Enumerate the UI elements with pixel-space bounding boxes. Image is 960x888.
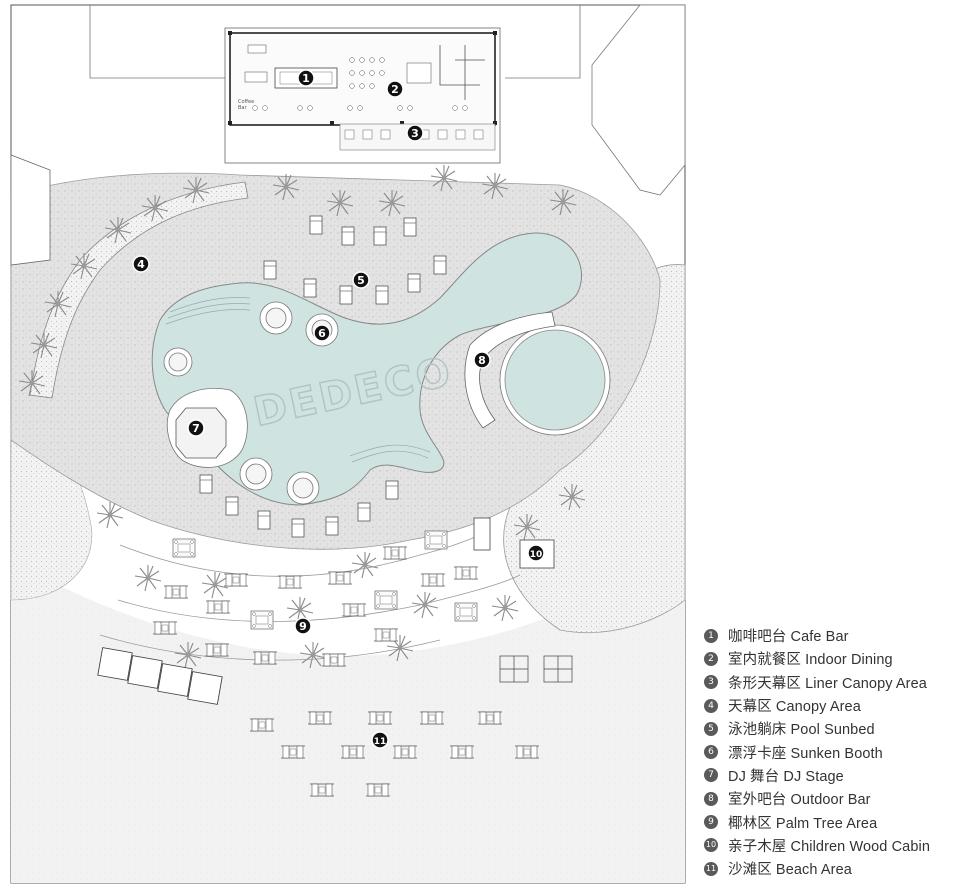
parked-cart (473, 517, 491, 551)
north-road-edge-east (505, 5, 581, 79)
legend-number-badge: 3 (704, 675, 718, 690)
legend-label: 漂浮卡座 Sunken Booth (728, 745, 883, 762)
legend-number-badge: 6 (704, 745, 718, 760)
marker-5-label: 5 (357, 274, 365, 287)
north-road-edge (89, 5, 225, 79)
legend-number-badge: 10 (704, 838, 718, 853)
legend-label: 椰林区 Palm Tree Area (728, 815, 878, 832)
legend-item: 1 咖啡吧台 Cafe Bar (704, 624, 958, 647)
marker-5: 5 (352, 271, 370, 289)
legend-item: 10 亲子木屋 Children Wood Cabin (704, 834, 958, 857)
legend-number-badge: 4 (704, 698, 718, 713)
marker-2: 2 (386, 80, 404, 98)
legend-label: 室内就餐区 Indoor Dining (728, 652, 893, 669)
legend-number-badge: 8 (704, 791, 718, 806)
marker-1-label: 1 (302, 72, 310, 85)
marker-6: 6 (313, 324, 331, 342)
legend-label: 室外吧台 Outdoor Bar (728, 792, 871, 809)
marker-2-label: 2 (391, 83, 399, 96)
legend-number-badge: 11 (704, 861, 718, 876)
marker-11: 11 (371, 731, 389, 749)
marker-1: 1 (297, 69, 315, 87)
legend-label: 天幕区 Canopy Area (728, 699, 861, 716)
area-markers: 1 2 3 4 5 6 7 8 9 10 11 (132, 69, 545, 749)
legend-item: 3 条形天幕区 Liner Canopy Area (704, 671, 958, 694)
marker-8-label: 8 (478, 354, 486, 367)
pool-steps (165, 297, 431, 463)
legend-number-badge: 9 (704, 815, 718, 830)
legend-number-badge: 7 (704, 768, 718, 783)
beach-sand (11, 540, 685, 883)
legend-item: 7 DJ 舞台 DJ Stage (704, 764, 958, 787)
legend-item: 4 天幕区 Canopy Area (704, 694, 958, 717)
marker-3: 3 (406, 124, 424, 142)
legend-number-badge: 5 (704, 721, 718, 736)
canopy-planting-strip (29, 181, 249, 399)
site-plan: Coffee Bar (10, 4, 686, 884)
legend-label: 亲子木屋 Children Wood Cabin (728, 838, 930, 855)
legend-number-badge: 2 (704, 651, 718, 666)
legend: 1 咖啡吧台 Cafe Bar 2 室内就餐区 Indoor Dining 3 … (704, 624, 958, 880)
round-pool (504, 329, 606, 431)
dj-stage (166, 388, 248, 468)
legend-label: 条形天幕区 Liner Canopy Area (728, 675, 927, 692)
west-building (10, 154, 51, 266)
marker-7: 7 (187, 419, 205, 437)
beach-racks (499, 655, 573, 683)
marker-9-label: 9 (299, 620, 307, 633)
marker-6-label: 6 (318, 327, 326, 340)
legend-label: 泳池躺床 Pool Sunbed (728, 722, 875, 739)
marker-8: 8 (473, 351, 491, 369)
legend-label: 咖啡吧台 Cafe Bar (728, 629, 849, 646)
marker-4: 4 (132, 255, 150, 273)
legend-item: 5 泳池躺床 Pool Sunbed (704, 717, 958, 740)
legend-item: 11 沙滩区 Beach Area (704, 857, 958, 880)
cafe-building: Coffee Bar (224, 27, 501, 164)
beach-cabanas (97, 647, 223, 705)
legend-label: DJ 舞台 DJ Stage (728, 768, 844, 785)
marker-9: 9 (294, 617, 312, 635)
legend-item: 6 漂浮卡座 Sunken Booth (704, 740, 958, 763)
marker-10: 10 (527, 544, 545, 562)
legend-item: 2 室内就餐区 Indoor Dining (704, 647, 958, 670)
marker-11-label: 11 (374, 737, 387, 747)
legend-item: 8 室外吧台 Outdoor Bar (704, 787, 958, 810)
marker-7-label: 7 (192, 422, 200, 435)
legend-number-badge: 1 (704, 628, 718, 643)
svg-text:Coffee: Coffee (238, 99, 254, 105)
east-building (591, 4, 686, 196)
legend-label: 沙滩区 Beach Area (728, 862, 852, 879)
marker-3-label: 3 (411, 127, 419, 140)
marker-4-label: 4 (137, 258, 145, 271)
marker-10-label: 10 (530, 550, 543, 560)
legend-item: 9 椰林区 Palm Tree Area (704, 810, 958, 833)
svg-text:Bar: Bar (238, 105, 247, 111)
